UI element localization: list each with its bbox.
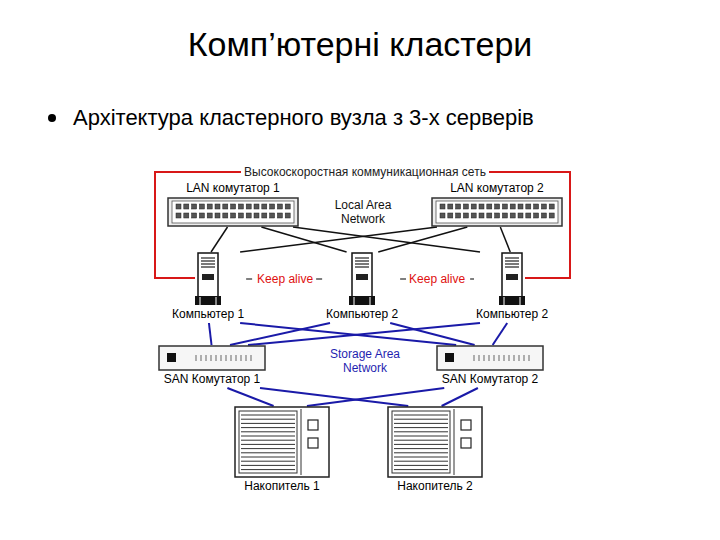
- device-label: Накопитель 2: [395, 478, 475, 495]
- network-link: [390, 323, 474, 345]
- slide-title: Комп’ютерні кластери: [0, 24, 720, 64]
- device-label: LAN комутатор 2: [448, 180, 546, 197]
- network-link: [293, 227, 480, 252]
- device-label: Компьютер 2: [474, 306, 550, 323]
- bullet-dot: [48, 114, 56, 122]
- lan-label: Local Area Network: [322, 198, 404, 226]
- storage-array: Накопитель 2: [387, 406, 483, 495]
- storage-array-icon: [234, 406, 330, 478]
- lan-switch: LAN комутатор 1: [167, 180, 299, 227]
- lan-switch-icon: [167, 197, 299, 227]
- device-label: LAN комутатор 1: [184, 180, 282, 197]
- network-link: [240, 227, 437, 252]
- device-label: Компьютер 1: [170, 306, 246, 323]
- server-computer-icon: [348, 252, 376, 306]
- device-label: SAN Комутатор 2: [440, 371, 541, 388]
- server-computer-icon: [194, 252, 222, 306]
- san-switch: SAN Комутатор 1: [158, 345, 266, 388]
- network-link: [211, 227, 227, 252]
- network-link: [227, 388, 273, 406]
- server-computer: Компьютер 1: [170, 252, 246, 323]
- san-switch-icon: [158, 345, 266, 371]
- network-link: [442, 388, 478, 406]
- device-label: SAN Комутатор 1: [162, 371, 263, 388]
- link-label: Keep alive: [254, 272, 316, 286]
- device-label: Компьютер 2: [324, 306, 400, 323]
- network-link: [248, 323, 480, 345]
- network-link: [500, 227, 510, 252]
- link-label: Keep alive: [406, 272, 468, 286]
- network-label: Высокоскоростная коммуникационная сеть: [241, 165, 489, 179]
- network-link: [378, 227, 467, 252]
- lan-switch: LAN комутатор 2: [431, 180, 563, 227]
- san-switch: SAN Комутатор 2: [436, 345, 544, 388]
- server-computer: Компьютер 2: [324, 252, 400, 323]
- device-label: Накопитель 1: [242, 478, 322, 495]
- network-link: [493, 323, 508, 345]
- lan-switch-icon: [431, 197, 563, 227]
- server-computer-icon: [498, 252, 526, 306]
- network-link: [307, 388, 444, 406]
- server-computer: Компьютер 2: [474, 252, 550, 323]
- bullet-text: Архітектура кластерного вузла з 3-х серв…: [70, 104, 537, 132]
- san-label: Storage Area Network: [322, 347, 408, 375]
- network-link: [209, 323, 212, 345]
- storage-array-icon: [387, 406, 483, 478]
- storage-array: Накопитель 1: [234, 406, 330, 495]
- san-switch-icon: [436, 345, 544, 371]
